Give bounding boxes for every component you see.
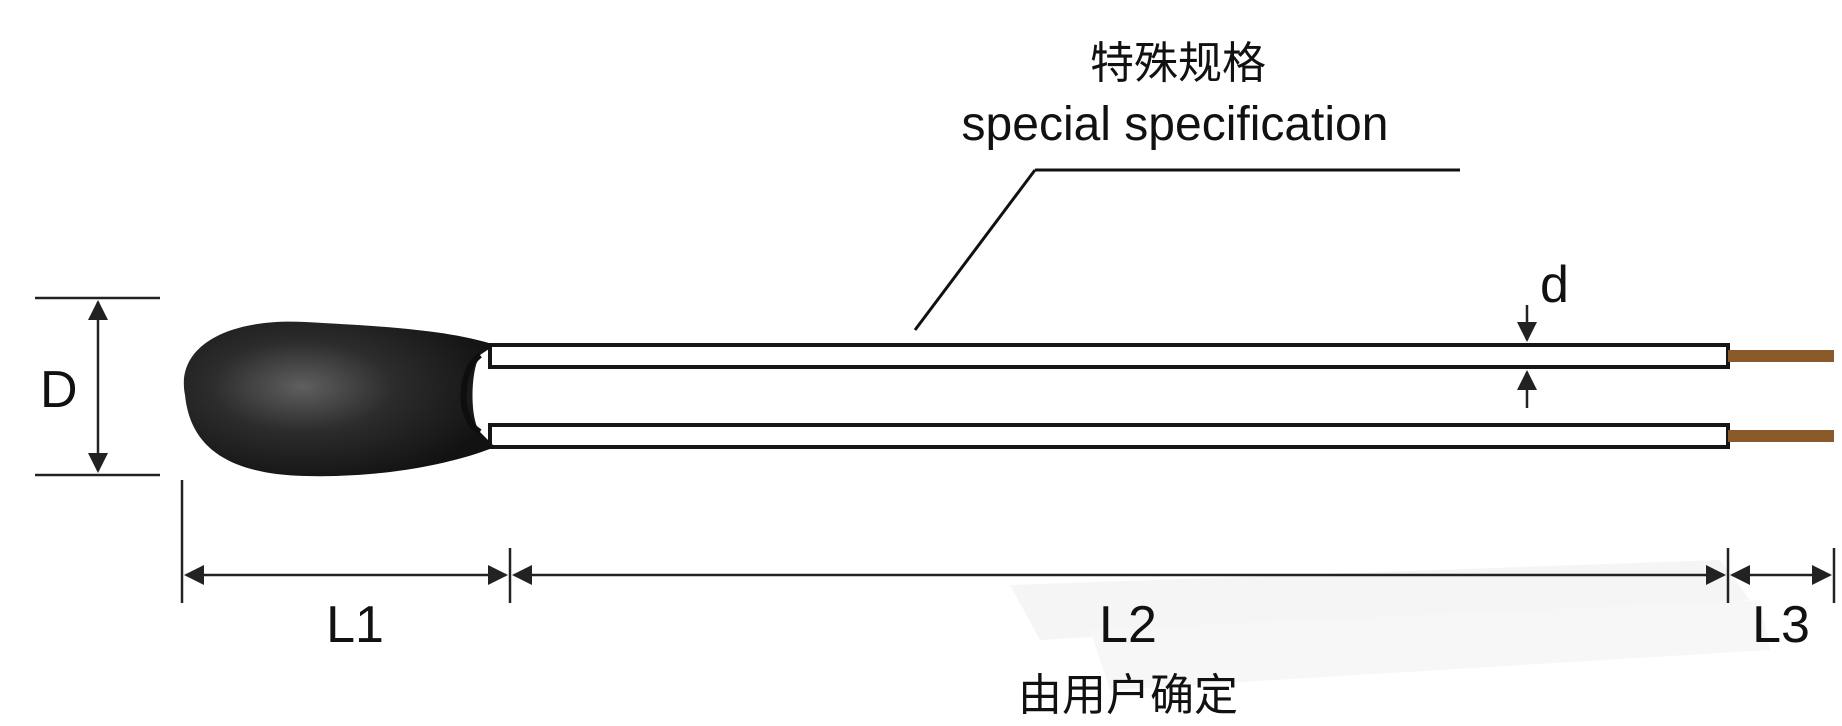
thermistor-bead [183,321,495,477]
dimension-D [35,296,160,477]
callout-title-cn: 特殊规格 [1090,38,1266,89]
note-user-defined: 由用户确定 [1018,670,1238,721]
label-L2: L2 [1099,596,1157,654]
label-L1: L1 [326,596,384,654]
label-d: d [1540,256,1569,314]
label-D: D [40,361,78,419]
label-L3: L3 [1752,596,1810,654]
conductor-top [1728,350,1834,362]
callout-leader [913,168,1460,331]
lead-wire-bottom [488,423,1730,449]
callout-title-en: special specification [962,98,1389,151]
conductor-bottom [1728,430,1834,442]
dimension-baseline [180,480,1836,603]
lead-wire-top [488,343,1730,369]
